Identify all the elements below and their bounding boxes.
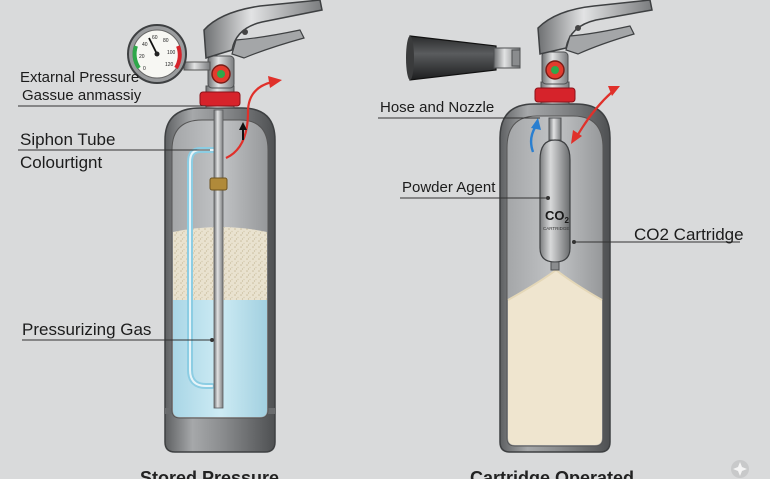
gauge-tick-80: 80 bbox=[163, 38, 169, 44]
label-hose-nozzle: Hose and Nozzle bbox=[380, 99, 495, 116]
caption-left: Stored Pressure bbox=[140, 468, 280, 479]
nozzle-horn bbox=[409, 35, 497, 81]
label-colourtight: Colourtignt bbox=[20, 153, 103, 172]
label-pressurizing-gas: Pressurizing Gas bbox=[22, 320, 152, 339]
label-gassue-assembly: Gassue anmassiy bbox=[22, 87, 142, 104]
cartridge-co2-text: CO2 bbox=[545, 208, 570, 225]
left-carry-handle bbox=[203, 0, 323, 59]
right-trigger-lever bbox=[565, 25, 635, 55]
sparkle-icon bbox=[731, 460, 749, 478]
left-trigger-lever bbox=[231, 29, 305, 59]
left-flow-arrow bbox=[225, 80, 273, 160]
label-siphon-tube: Siphon Tube bbox=[20, 130, 116, 149]
right-powder-fill bbox=[508, 270, 602, 445]
cartridge-neck bbox=[548, 117, 562, 141]
label-external-pressure: Extarnal Pressure bbox=[20, 69, 140, 86]
label-powder-agent: Powder Agent bbox=[402, 179, 496, 196]
cartridge-small-text: CARTRIDGE bbox=[543, 226, 569, 231]
co2-cartridge bbox=[539, 139, 571, 263]
right-extinguisher: CO2 CARTRIDGE bbox=[406, 0, 653, 453]
caption-right: Cartridge Operated bbox=[470, 468, 635, 479]
right-red-flow-arrow bbox=[575, 91, 613, 139]
gauge-tick-40: 40 bbox=[142, 42, 148, 48]
gauge-tick-20: 20 bbox=[139, 54, 145, 60]
pressure-gauge: 0 20 40 60 80 100 120 bbox=[127, 24, 211, 84]
left-extinguisher: 0 20 40 60 80 100 120 bbox=[127, 0, 323, 453]
gauge-tick-120: 120 bbox=[165, 62, 174, 68]
gauge-tick-0: 0 bbox=[143, 66, 146, 72]
leader-lines bbox=[18, 105, 740, 341]
left-red-collar bbox=[199, 91, 241, 107]
left-tube-coupling bbox=[209, 177, 228, 191]
label-co2-cartridge: CO2 Cartridge bbox=[634, 225, 744, 244]
left-dip-tube bbox=[213, 109, 224, 409]
gauge-needle bbox=[148, 37, 158, 55]
gauge-tick-100: 100 bbox=[167, 50, 176, 56]
gauge-tick-60: 60 bbox=[152, 35, 158, 41]
right-red-collar bbox=[534, 87, 576, 103]
